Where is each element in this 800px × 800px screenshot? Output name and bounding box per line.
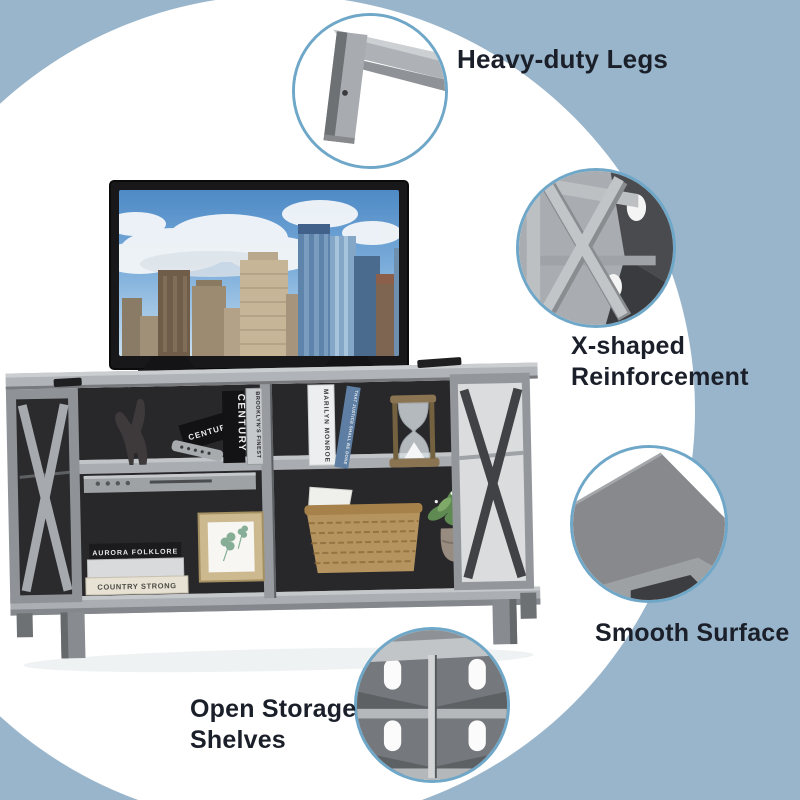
book-spine-marilyn-monroe-title: MARILYN MONROE [322,389,331,463]
dvd-player [83,472,256,494]
smooth-surface-callout-circle [570,445,728,603]
open-storage-shelves-label-line1: Open Storage [190,695,357,723]
tv [109,180,409,374]
book-stack-bottom-title: COUNTRY STRONG [97,581,176,592]
remote-control [171,440,224,461]
x-reinforcement-callout-circle [516,168,676,328]
hourglass [389,394,440,468]
book-stack-top-title: AURORA FOLKLORE [92,549,178,558]
book-spine-century-title: CENTURY [235,394,247,453]
x-shaped-reinforcement-label-line2: Reinforcement [571,363,749,391]
picture-frame [197,511,265,583]
book-spine-marilyn-monroe: MARILYN MONROE [307,384,336,466]
book-spine-century: CENTURY [221,390,247,464]
left-x-side-panel [5,388,83,604]
book-stack: AURORA FOLKLORE COUNTRY STRONG [85,541,189,596]
tabletop-corner-detail-photo [573,448,725,600]
tv-stand: CENTURY CENTURY BROOKLYN'S FINEST [5,357,541,673]
right-x-side-panel [449,372,535,591]
heavy-duty-legs-label: Heavy-duty Legs [457,44,669,74]
legs-callout-circle [292,13,448,169]
speaker-on-top-left [53,377,82,387]
smooth-surface-label: Smooth Surface [595,619,790,647]
book-spine-brooklyns-finest: BROOKLYN'S FINEST [245,387,264,466]
open-shelf-grid-detail-photo [357,630,507,780]
x-shaped-reinforcement-label: X-shaped Reinforcement [571,331,749,393]
wicker-basket [304,486,423,574]
cat-figurine [115,398,148,466]
book-spine-brooklyns-finest-title: BROOKLYN'S FINEST [254,391,261,458]
city-buildings [122,224,399,356]
open-shelves-callout-circle [354,627,510,783]
x-shaped-reinforcement-label-line1: X-shaped [571,332,686,360]
leg-corner-detail-photo [295,16,445,166]
open-storage-shelves-label-line2: Shelves [190,726,286,754]
tv-screen-skyline [119,190,399,356]
remote-on-top-right [417,357,462,368]
open-storage-shelves-label: Open Storage Shelves [190,694,356,756]
x-frame-detail-photo [519,171,673,325]
stand-legs [16,592,537,659]
